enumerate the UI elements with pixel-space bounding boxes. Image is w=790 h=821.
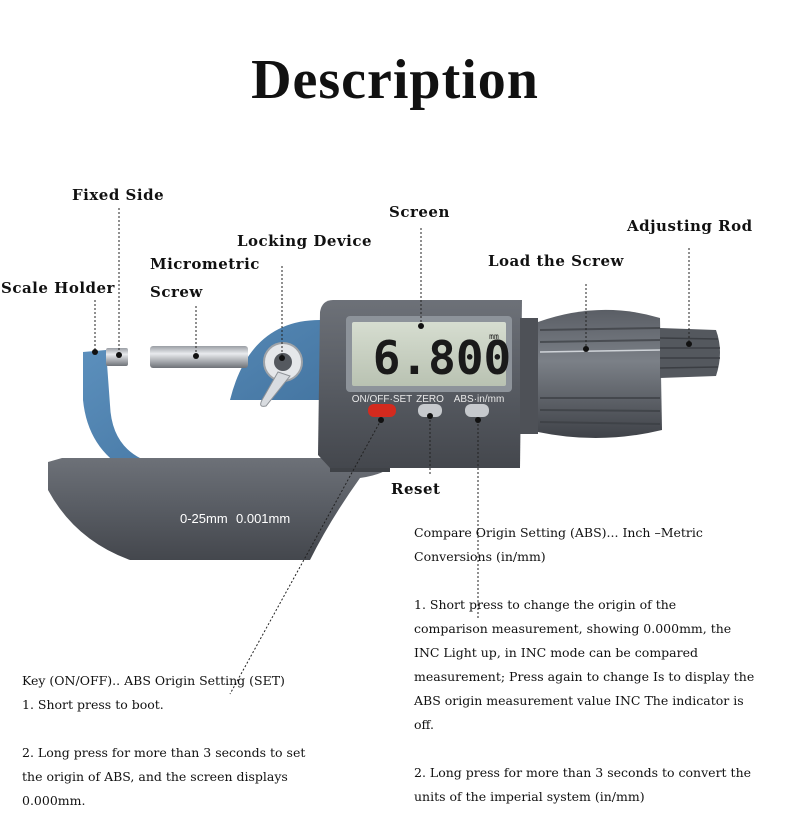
abs-p1-line3: INC Light up, in INC mode can be compare… xyxy=(414,645,699,660)
callout-lines xyxy=(94,208,690,695)
adjusting-rod xyxy=(660,328,720,378)
label-scale-holder: Scale Holder xyxy=(1,279,115,297)
key-description: Key (ON/OFF).. ABS Origin Setting (SET) … xyxy=(22,669,362,813)
label-fixed-side: Fixed Side xyxy=(72,186,165,204)
abs-p1-line1: 1. Short press to change the origin of t… xyxy=(414,597,677,612)
on-off-set-label: ON/OFF·SET xyxy=(352,394,413,405)
abs-p1-line4: measurement; Press again to change Is to… xyxy=(414,669,755,684)
lcd-value: 6.800 xyxy=(373,331,511,385)
page-title: Description xyxy=(251,49,539,111)
abs-p1-line5: ABS origin measurement value INC The ind… xyxy=(414,693,744,708)
abs-p1-line2: comparison measurement, showing 0.000mm,… xyxy=(414,621,732,636)
zero-label: ZERO xyxy=(416,394,444,405)
key-p2-line2: the origin of ABS, and the screen displa… xyxy=(22,769,288,784)
abs-label: ABS·in/mm xyxy=(454,394,505,405)
abs-description: Compare Origin Setting (ABS)... Inch –Me… xyxy=(414,521,786,809)
label-locking-device: Locking Device xyxy=(237,232,373,250)
sleeve xyxy=(520,318,538,434)
key-p2-line3: 0.000mm. xyxy=(22,793,86,808)
label-micrometric-line1: Micrometric xyxy=(150,255,260,273)
label-micrometric-line2: Screw xyxy=(150,283,203,301)
key-heading: Key (ON/OFF).. ABS Origin Setting (SET) xyxy=(22,673,285,688)
abs-p2-line1: 2. Long press for more than 3 seconds to… xyxy=(414,765,752,780)
lcd-unit: mm xyxy=(489,332,499,341)
abs-heading-line1: Compare Origin Setting (ABS)... Inch –Me… xyxy=(414,525,703,540)
on-off-set-button xyxy=(368,404,396,417)
key-p1: 1. Short press to boot. xyxy=(22,697,164,712)
abs-p1-line6: off. xyxy=(414,717,434,732)
abs-button xyxy=(465,404,489,417)
key-p2-line1: 2. Long press for more than 3 seconds to… xyxy=(22,745,306,760)
main-body-lower xyxy=(48,458,390,560)
range-label: 0-25mm xyxy=(180,511,228,526)
abs-heading-line2: Conversions (in/mm) xyxy=(414,549,546,564)
abs-p2-line2: units of the imperial system (in/mm) xyxy=(414,789,645,804)
lcd-screen xyxy=(352,322,506,386)
spindle xyxy=(150,346,248,368)
label-reset: Reset xyxy=(391,480,441,498)
label-screen: Screen xyxy=(389,203,450,221)
zero-button xyxy=(418,404,442,417)
label-adjusting-rod: Adjusting Rod xyxy=(627,217,753,235)
label-load-the-screw: Load the Screw xyxy=(488,252,624,270)
resolution-label: 0.001mm xyxy=(236,511,290,526)
callout-dots xyxy=(92,323,692,423)
